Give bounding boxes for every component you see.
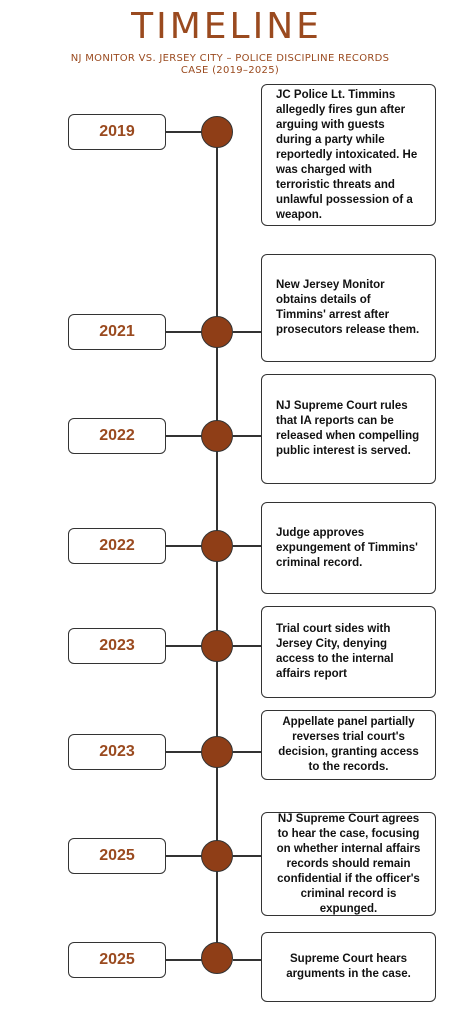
timeline-dot xyxy=(201,840,233,872)
timeline-dot xyxy=(201,736,233,768)
year-label: 2021 xyxy=(68,314,166,350)
connector-line xyxy=(233,435,261,437)
event-text: Appellate panel partially reverses trial… xyxy=(278,716,419,773)
year-label: 2022 xyxy=(68,528,166,564)
year-label: 2023 xyxy=(68,628,166,664)
connector-line xyxy=(166,645,202,647)
connector-line xyxy=(166,331,202,333)
connector-line xyxy=(233,959,261,961)
connector-line xyxy=(166,435,202,437)
event-text: Judge approves expungement of Timmins' c… xyxy=(276,526,418,569)
connector-line xyxy=(233,751,261,753)
timeline-dot xyxy=(201,942,233,974)
timeline-dot xyxy=(201,316,233,348)
connector-line xyxy=(166,545,202,547)
event-card: New Jersey Monitor obtains details of Ti… xyxy=(261,254,436,362)
event-card: Appellate panel partially reverses trial… xyxy=(261,710,436,780)
event-text: NJ Supreme Court rules that IA reports c… xyxy=(276,400,420,457)
event-card: NJ Supreme Court agrees to hear the case… xyxy=(261,812,436,916)
event-card: Judge approves expungement of Timmins' c… xyxy=(261,502,436,594)
connector-line xyxy=(166,855,202,857)
timeline-dot xyxy=(201,530,233,562)
timeline-dot xyxy=(201,116,233,148)
connector-line xyxy=(166,959,202,961)
year-label: 2025 xyxy=(68,838,166,874)
event-text: Trial court sides with Jersey City, deny… xyxy=(276,623,394,680)
connector-line xyxy=(233,645,261,647)
connector-line xyxy=(233,331,261,333)
connector-line xyxy=(233,545,261,547)
event-card: NJ Supreme Court rules that IA reports c… xyxy=(261,374,436,484)
event-card: Supreme Court hears arguments in the cas… xyxy=(261,932,436,1002)
event-text: JC Police Lt. Timmins allegedly fires gu… xyxy=(276,88,418,221)
timeline-dot xyxy=(201,630,233,662)
year-label: 2025 xyxy=(68,942,166,978)
connector-line xyxy=(166,751,202,753)
year-label: 2022 xyxy=(68,418,166,454)
event-text: New Jersey Monitor obtains details of Ti… xyxy=(276,279,420,336)
event-text: NJ Supreme Court agrees to hear the case… xyxy=(276,812,421,915)
year-label: 2019 xyxy=(68,114,166,150)
connector-line xyxy=(166,131,202,133)
year-label: 2023 xyxy=(68,734,166,770)
page-title: TIMELINE xyxy=(131,6,322,47)
event-text: Supreme Court hears arguments in the cas… xyxy=(286,953,411,980)
connector-line xyxy=(233,855,261,857)
event-card: JC Police Lt. Timmins allegedly fires gu… xyxy=(261,84,436,226)
timeline-dot xyxy=(201,420,233,452)
event-card: Trial court sides with Jersey City, deny… xyxy=(261,606,436,698)
page-subtitle: NJ MONITOR VS. JERSEY CITY – POLICE DISC… xyxy=(70,53,390,76)
